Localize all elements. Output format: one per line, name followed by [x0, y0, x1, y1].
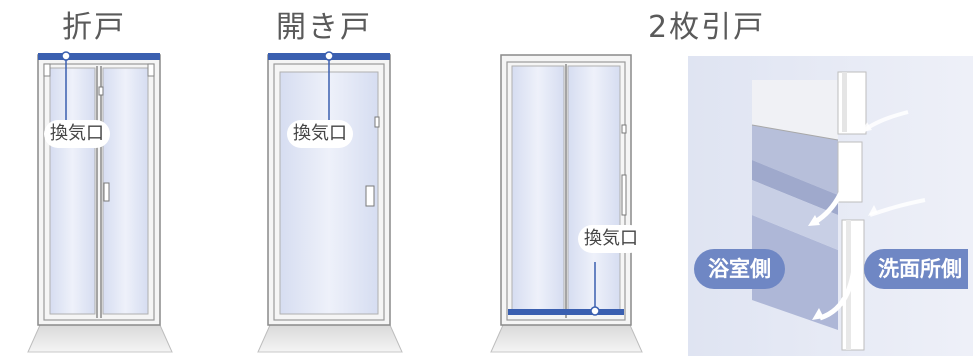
vent-detail-drawing — [688, 56, 973, 356]
sliding-vent-band — [508, 309, 624, 315]
vent-label-sliding: 換気口 — [578, 225, 644, 253]
title-sliding-door: 2枚引戸 — [648, 10, 766, 45]
title-hinged-door: 開き戸 — [276, 10, 372, 45]
sliding-door-drawing — [490, 54, 643, 353]
folding-vent-band — [38, 53, 160, 60]
washroom-side-badge: 洗面所側 — [864, 249, 968, 289]
vent-label-folding: 換気口 — [44, 120, 110, 148]
vent-label-hinged: 換気口 — [287, 120, 353, 148]
folding-door-drawing — [27, 51, 173, 353]
title-folding-door: 折戸 — [62, 10, 126, 45]
hinged-door-drawing — [257, 51, 403, 353]
bath-side-badge: 浴室側 — [694, 249, 785, 289]
